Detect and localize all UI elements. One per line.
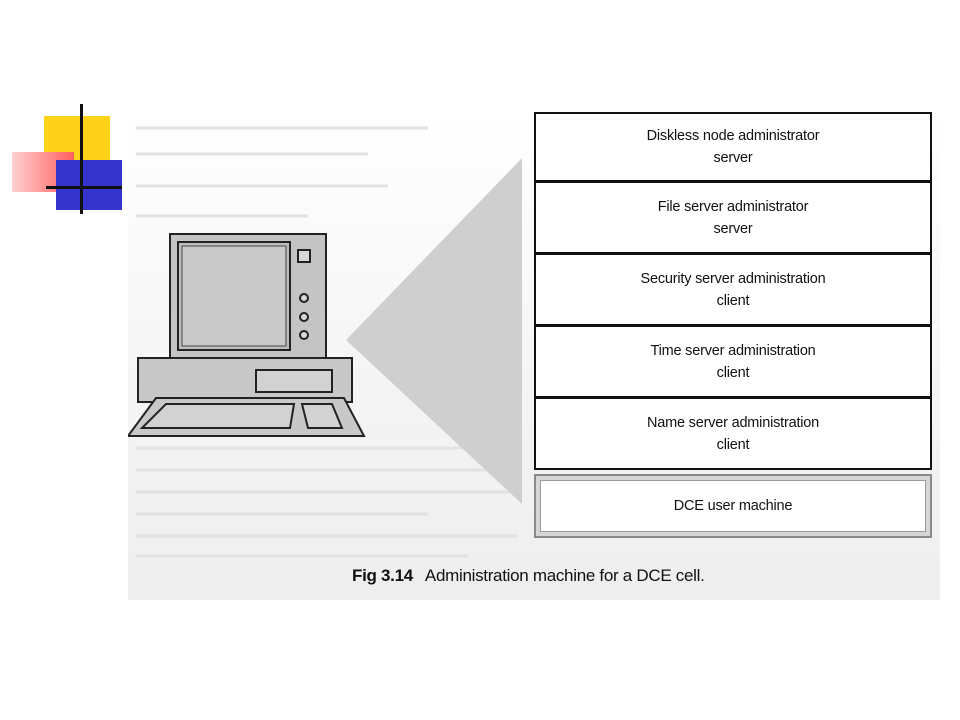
scan-noise (136, 126, 518, 558)
figure-caption-text: Administration machine for a DCE cell. (424, 566, 705, 585)
deco-horizontal-line (46, 186, 122, 189)
figure-number: Fig 3.14 (352, 566, 413, 585)
figure-caption: Fig 3.14 Administration machine for a DCE… (352, 566, 705, 586)
figure-panel: Diskless node administrator server File … (128, 108, 940, 600)
layer-time-server-administration: Time server administration client (534, 326, 932, 398)
layer-security-server-administration: Security server administration client (534, 254, 932, 326)
projection-wedge (346, 158, 522, 504)
dce-user-machine-label: DCE user machine (540, 480, 926, 532)
deco-vertical-line (80, 104, 83, 214)
service-layer-stack: Diskless node administrator server File … (534, 112, 932, 470)
layer-dce-user-machine: DCE user machine (534, 474, 932, 538)
layer-file-server-administrator: File server administrator server (534, 182, 932, 254)
keyboard-icon (128, 397, 366, 437)
layer-diskless-node-administrator: Diskless node administrator server (534, 112, 932, 182)
figure-illustration (128, 126, 522, 558)
deco-blue-square (56, 160, 122, 210)
computer-icon (137, 233, 353, 403)
layer-name-server-administration: Name server administration client (534, 398, 932, 470)
